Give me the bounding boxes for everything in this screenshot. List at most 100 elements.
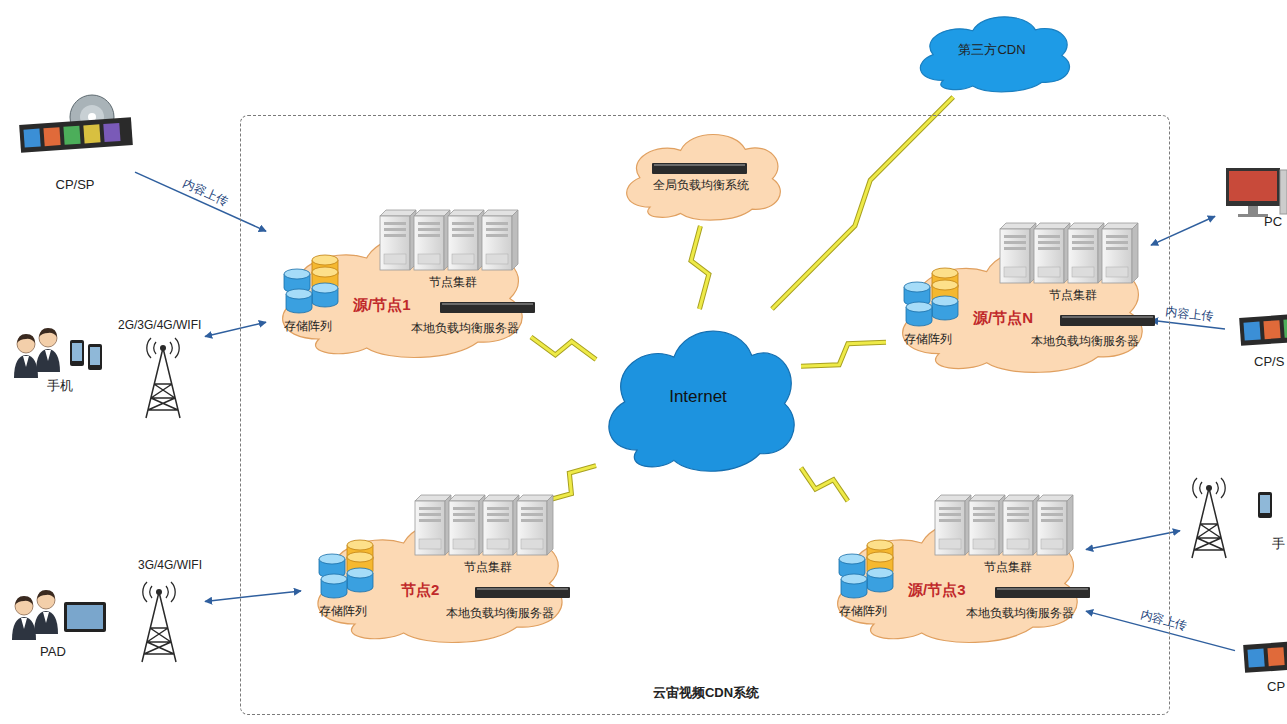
- server-cluster: [1000, 223, 1138, 283]
- phone-icon: [70, 340, 84, 366]
- cloud-outline: [838, 520, 1078, 642]
- monitor-icon: [1226, 168, 1280, 206]
- node-label: 节点集群: [984, 561, 1032, 575]
- node-label: 本地负载均衡服务器: [966, 607, 1074, 621]
- node-label: 存储阵列: [904, 333, 952, 347]
- server-cluster: [415, 495, 553, 555]
- arrow-link: [1086, 611, 1235, 650]
- load-balancer-icons: [440, 163, 1155, 598]
- arrow-line: [1151, 216, 1215, 245]
- phone-icon: [88, 344, 102, 370]
- node-label: 手: [1272, 537, 1285, 552]
- lightning-outline: [801, 468, 848, 501]
- lightning-link: [531, 337, 596, 360]
- node-label: 节点集群: [429, 276, 477, 290]
- user-icon: [36, 328, 60, 372]
- load-balancer: [440, 302, 535, 313]
- lightning-bolt: [545, 466, 596, 501]
- node-label: 3G/4G/WIFI: [138, 559, 202, 573]
- node-label: CP: [1267, 680, 1285, 695]
- lightning-outline: [801, 342, 886, 366]
- node-title: 源/节点3: [908, 581, 966, 598]
- storage-array: [284, 255, 338, 313]
- cloud-shape: [886, 229, 1151, 381]
- cdn-node-cloud: 源/节点N节点集群存储阵列本地负载均衡服务器: [886, 229, 1151, 381]
- edge-label: 内容上传: [1139, 608, 1188, 632]
- node-label: CP/SP: [55, 178, 94, 193]
- edge-label: 内容上传: [1165, 305, 1214, 322]
- cdn-node-cloud: 源/节点1节点集群存储阵列本地负载均衡服务器: [266, 216, 531, 366]
- cell-tower: [146, 338, 180, 418]
- node-label: Internet: [669, 387, 727, 407]
- arrow-link: [1086, 531, 1180, 550]
- load-balancer: [995, 587, 1090, 598]
- lightning-link: [691, 226, 709, 309]
- monitor-screen: [1229, 171, 1277, 201]
- server-cluster: [380, 210, 518, 270]
- arrow-link: [1151, 320, 1225, 329]
- cloud-shape: [266, 216, 531, 366]
- arrow-line: [1086, 611, 1235, 650]
- load-balancer: [475, 587, 570, 598]
- cloud-outline: [283, 235, 523, 357]
- cell-tower: [1192, 478, 1226, 558]
- arrow-link: [135, 172, 266, 231]
- server-cluster-icons: [380, 210, 1138, 555]
- lightning-outline: [772, 97, 953, 309]
- monitor-stand: [1248, 206, 1258, 214]
- node-label: 云宙视频CDN系统: [653, 686, 759, 701]
- internet-cloud: Internet: [596, 309, 801, 481]
- lightning-link: [801, 342, 886, 366]
- lightning-outline: [531, 337, 596, 360]
- tablet-screen: [67, 605, 103, 629]
- node-label: 存储阵列: [839, 605, 887, 619]
- cdn-cloud: 第三方CDN: [910, 5, 1075, 97]
- cloud-outline: [627, 135, 781, 221]
- lightning-bolt: [801, 468, 848, 501]
- node-label: PAD: [40, 645, 66, 660]
- lightning-outline: [545, 466, 596, 501]
- cloud-shape: [821, 501, 1086, 651]
- cloud-outline: [920, 17, 1069, 92]
- lightning-bolt: [801, 342, 886, 366]
- node-title: 节点2: [401, 581, 439, 598]
- node-label: 第三方CDN: [958, 43, 1025, 58]
- node-label: 手机: [47, 379, 73, 394]
- cdn-node-cloud: 全局负载均衡系统: [616, 121, 786, 226]
- arrow-link: [205, 322, 266, 336]
- monitor-base: [1238, 214, 1268, 217]
- cloud-shape: [616, 121, 786, 226]
- lightning-bolt: [691, 226, 709, 309]
- node-label: 本地负载均衡服务器: [1031, 335, 1139, 349]
- arrow-line: [1086, 531, 1180, 550]
- lightning-outline: [691, 226, 709, 309]
- device-group: CP/S: [1225, 285, 1287, 380]
- cell-tower: [142, 582, 176, 662]
- device-group: CP: [1235, 610, 1287, 705]
- lightning-bolt: [772, 97, 953, 309]
- tablet-icon: [64, 602, 106, 632]
- system-boundary: 云宙视频CDN系统全局负载均衡系统源/节点1节点集群存储阵列本地负载均衡服务器源…: [240, 115, 1170, 715]
- pc-case: [1280, 170, 1287, 214]
- device-icons: [12, 95, 1287, 673]
- arrow-link: [1151, 216, 1215, 245]
- storage-array: [319, 540, 373, 598]
- cloud-shape: [301, 501, 571, 651]
- media-disc: [19, 95, 133, 153]
- media-disc: [1239, 288, 1287, 346]
- node-label: 存储阵列: [319, 605, 367, 619]
- node-label: 节点集群: [464, 561, 512, 575]
- device-group: 手: [1180, 475, 1287, 565]
- arrow-link: [205, 591, 301, 602]
- cloud-outline: [609, 331, 794, 471]
- lightning-link: [772, 97, 953, 309]
- lightning-bolt: [531, 337, 596, 360]
- node-label: 存储阵列: [284, 320, 332, 334]
- cloud-outline: [903, 249, 1143, 373]
- arrow-line: [135, 172, 266, 231]
- node-title: 源/节点1: [353, 296, 411, 313]
- user-icon: [12, 596, 36, 640]
- lightning-link: [545, 466, 596, 501]
